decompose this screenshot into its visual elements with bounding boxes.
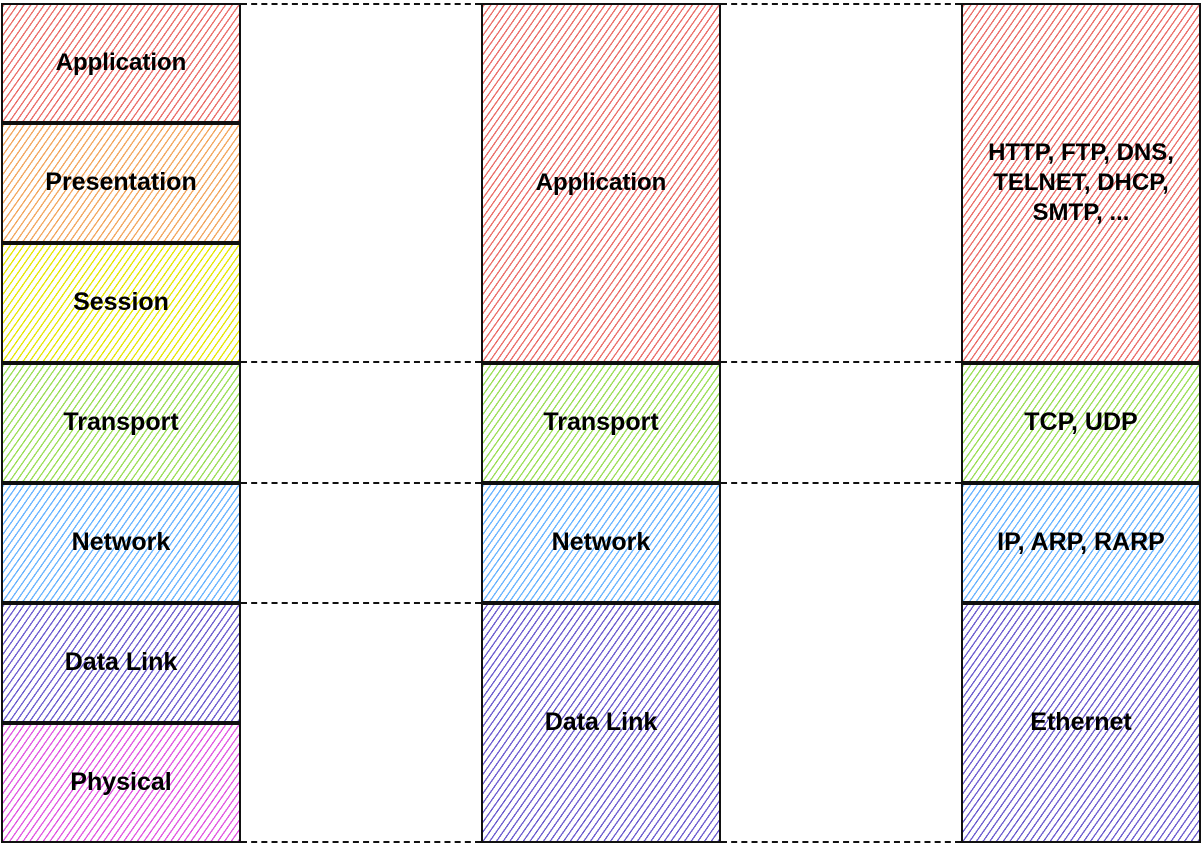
tcpip-layer-application: Application [481, 3, 721, 363]
layer-label: Network [71, 528, 171, 557]
osi-layer-data-link: Data Link [1, 603, 241, 723]
protocol-label: Ethernet [1030, 708, 1132, 737]
connector-line [241, 841, 481, 843]
protocols-data-link: Ethernet [961, 603, 1201, 843]
osi-layer-transport: Transport [1, 363, 241, 483]
protocol-label: IP, ARP, RARP [997, 528, 1165, 557]
protocols-network: IP, ARP, RARP [961, 483, 1201, 603]
tcpip-layer-network: Network [481, 483, 721, 603]
connector-line [241, 361, 481, 363]
protocol-label: HTTP, FTP, DNS, TELNET, DHCP, SMTP, ... [988, 139, 1174, 226]
connector-line [721, 841, 961, 843]
layer-label: Data Link [64, 648, 178, 677]
osi-layer-application: Application [1, 3, 241, 123]
protocols-application: HTTP, FTP, DNS, TELNET, DHCP, SMTP, ... [961, 3, 1201, 363]
osi-layer-physical: Physical [1, 723, 241, 843]
tcpip-layer-transport: Transport [481, 363, 721, 483]
layer-label: Transport [63, 408, 179, 437]
osi-layer-session: Session [1, 243, 241, 363]
osi-layer-network: Network [1, 483, 241, 603]
layer-label: Application [55, 49, 187, 76]
layer-label: Presentation [45, 168, 197, 197]
layer-label: Physical [70, 768, 172, 797]
layer-label: Transport [543, 408, 659, 437]
layer-label: Session [73, 288, 169, 317]
connector-line [721, 361, 961, 363]
protocol-label: TCP, UDP [1024, 408, 1138, 437]
layer-label: Data Link [544, 708, 658, 737]
connector-line [721, 3, 961, 5]
tcpip-layer-data-link: Data Link [481, 603, 721, 843]
layer-label: Network [551, 528, 651, 557]
layer-label: Application [535, 169, 667, 196]
osi-layer-presentation: Presentation [1, 123, 241, 243]
connector-line [241, 602, 481, 604]
connector-line [241, 482, 481, 484]
connector-line [241, 3, 481, 5]
connector-line [721, 482, 961, 484]
protocols-transport: TCP, UDP [961, 363, 1201, 483]
